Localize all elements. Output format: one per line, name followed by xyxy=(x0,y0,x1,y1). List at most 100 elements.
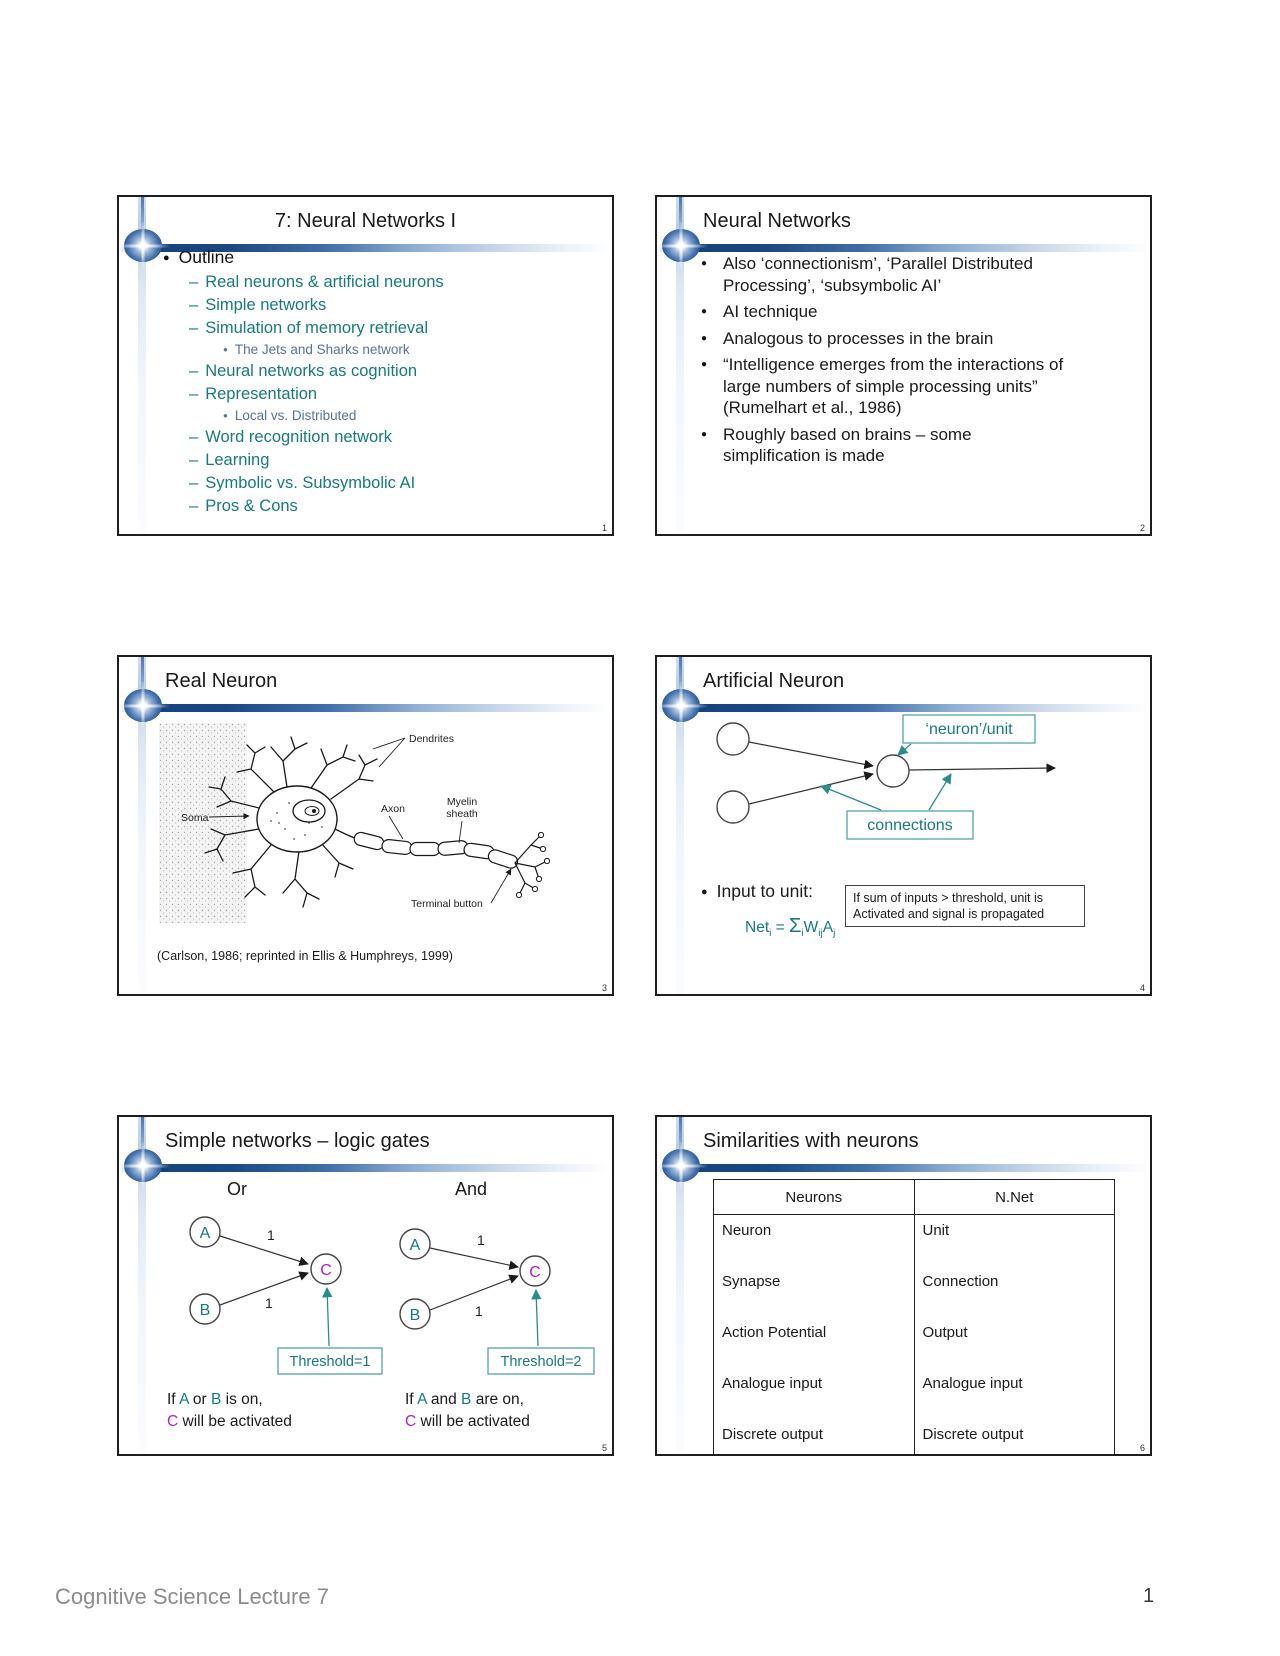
bullet-dot-icon: ● xyxy=(701,359,708,370)
bullet-dot-icon: ● xyxy=(701,428,708,440)
input-to-unit-bullet: ●Input to unit: xyxy=(701,881,813,901)
title-underline-band xyxy=(657,704,1150,712)
decor-orb xyxy=(662,1149,700,1182)
slide-title: Neural Networks xyxy=(703,210,851,232)
or-network: A B C 1 1 Threshold=1 xyxy=(189,1216,383,1375)
svg-text:A: A xyxy=(410,1237,421,1254)
dash-marker-icon: – xyxy=(189,296,199,314)
neuron-unit-callout-box xyxy=(902,714,1036,744)
slide-1: 7: Neural Networks I ●Outline –Real neur… xyxy=(117,195,614,536)
decor-orb xyxy=(124,1149,162,1182)
bullet-item: ●AI technique xyxy=(701,302,818,321)
and-gate-label: And xyxy=(455,1179,488,1199)
soma-label: Soma xyxy=(181,812,209,824)
or-caption: If A or B is on, C will be activated xyxy=(167,1391,292,1430)
and-weight-bottom: 1 xyxy=(475,1303,483,1319)
stipple-background xyxy=(159,723,247,923)
slide-page-number: 4 xyxy=(1139,983,1145,993)
input-node-2 xyxy=(716,790,750,824)
decor-orb xyxy=(662,229,700,262)
slide-2: Neural Networks ●Also ‘connectionism’, ‘… xyxy=(655,195,1152,536)
slide-page-number: 3 xyxy=(601,983,607,993)
net-input-formula: Neti = ΣiWijAj xyxy=(745,915,836,940)
title-underline-band xyxy=(119,244,612,252)
outline-heading: ●Outline xyxy=(163,247,235,267)
callout-arrows xyxy=(820,743,952,811)
connection-lines xyxy=(748,741,1056,805)
or-gate-label: Or xyxy=(227,1179,247,1199)
decor-orb xyxy=(124,689,162,722)
outline-list: ●Outline –Real neurons & artificial neur… xyxy=(163,245,604,518)
and-caption: If A and B are on, C will be activated xyxy=(405,1391,530,1430)
decor-vertical-beam xyxy=(676,197,684,534)
outline-item: –Simulation of memory retrieval xyxy=(189,319,429,337)
table-header-nnet: N.Net xyxy=(914,1179,1115,1215)
or-threshold-box xyxy=(277,1347,383,1375)
and-network: A B C 1 1 Threshold=2 xyxy=(399,1228,595,1375)
title-underline-band xyxy=(657,244,1150,252)
figure-caption: (Carlson, 1986; reprinted in Ellis & Hum… xyxy=(157,949,453,963)
slide-title: Artificial Neuron xyxy=(703,670,845,692)
bullet-list: ●Also ‘connectionism’, ‘Parallel Distrib… xyxy=(701,253,1140,472)
logic-gates-diagram: A B C 1 1 Threshold=1 xyxy=(189,1216,595,1375)
slide-title: 7: Neural Networks I xyxy=(274,210,457,232)
slide-title: Real Neuron xyxy=(165,670,278,692)
footer-page-number: 1 xyxy=(1143,1585,1155,1607)
dash-marker-icon: – xyxy=(189,428,199,446)
svg-text:C: C xyxy=(320,1262,332,1279)
and-threshold-label: Threshold=2 xyxy=(500,1354,581,1370)
dash-marker-icon: – xyxy=(189,385,199,403)
nucleus xyxy=(292,799,326,823)
sigma-symbol: Σ xyxy=(789,915,802,937)
outline-subitem: ●The Jets and Sharks network xyxy=(223,342,410,357)
decor-vertical-tick xyxy=(141,197,144,231)
svg-text:C: C xyxy=(529,1264,541,1281)
outline-item: –Word recognition network xyxy=(189,428,392,446)
dash-marker-icon: – xyxy=(189,474,199,492)
or-node-c xyxy=(310,1253,342,1285)
slide-3: Real Neuron xyxy=(117,655,614,996)
outline-subitem: ●Local vs. Distributed xyxy=(223,408,357,423)
or-threshold-arrow xyxy=(322,1286,333,1347)
bullet-dot-icon: ● xyxy=(701,332,708,344)
slide-4: Artificial Neuron xyxy=(655,655,1152,996)
dash-marker-icon: – xyxy=(189,319,199,337)
bullet-item: ●“Intelligence emerges from the interact… xyxy=(701,355,1064,417)
outline-item: –Representation xyxy=(189,385,318,403)
axon-hillock xyxy=(334,828,356,839)
title-underline-band xyxy=(657,1164,1150,1172)
decor-vertical-tick xyxy=(141,657,144,691)
and-node-b xyxy=(399,1298,431,1330)
decor-vertical-tick xyxy=(679,657,682,691)
dash-marker-icon: – xyxy=(189,362,199,380)
slide-6: Similarities with neurons Neurons N.Net … xyxy=(655,1115,1152,1456)
or-weight-bottom: 1 xyxy=(265,1295,273,1311)
decor-vertical-tick xyxy=(141,1117,144,1151)
bullet-item: ●Also ‘connectionism’, ‘Parallel Distrib… xyxy=(701,254,1033,295)
neuron-unit-callout-label: ‘neuron’/unit xyxy=(925,721,1013,738)
or-node-b xyxy=(189,1293,221,1325)
and-node-c xyxy=(519,1255,551,1287)
or-threshold-label: Threshold=1 xyxy=(289,1354,370,1370)
slide-page-number: 2 xyxy=(1139,523,1145,533)
decor-vertical-tick xyxy=(679,1117,682,1151)
and-threshold-arrow xyxy=(531,1288,542,1347)
outline-item: –Real neurons & artificial neurons xyxy=(189,273,444,291)
artificial-neuron-diagram: ‘neuron’/unit connections xyxy=(716,714,1056,840)
slide-page-number: 5 xyxy=(601,1443,607,1453)
title-underline-band xyxy=(119,1164,612,1172)
and-threshold-box xyxy=(487,1347,595,1375)
bullet-dot-icon: ● xyxy=(163,252,170,264)
decor-vertical-tick xyxy=(679,197,682,231)
axon-label: Axon xyxy=(381,803,405,815)
slide-page-number: 6 xyxy=(1139,1443,1145,1453)
figure-pointer-lines xyxy=(208,737,512,904)
bullet-dot-icon: ● xyxy=(701,886,708,898)
